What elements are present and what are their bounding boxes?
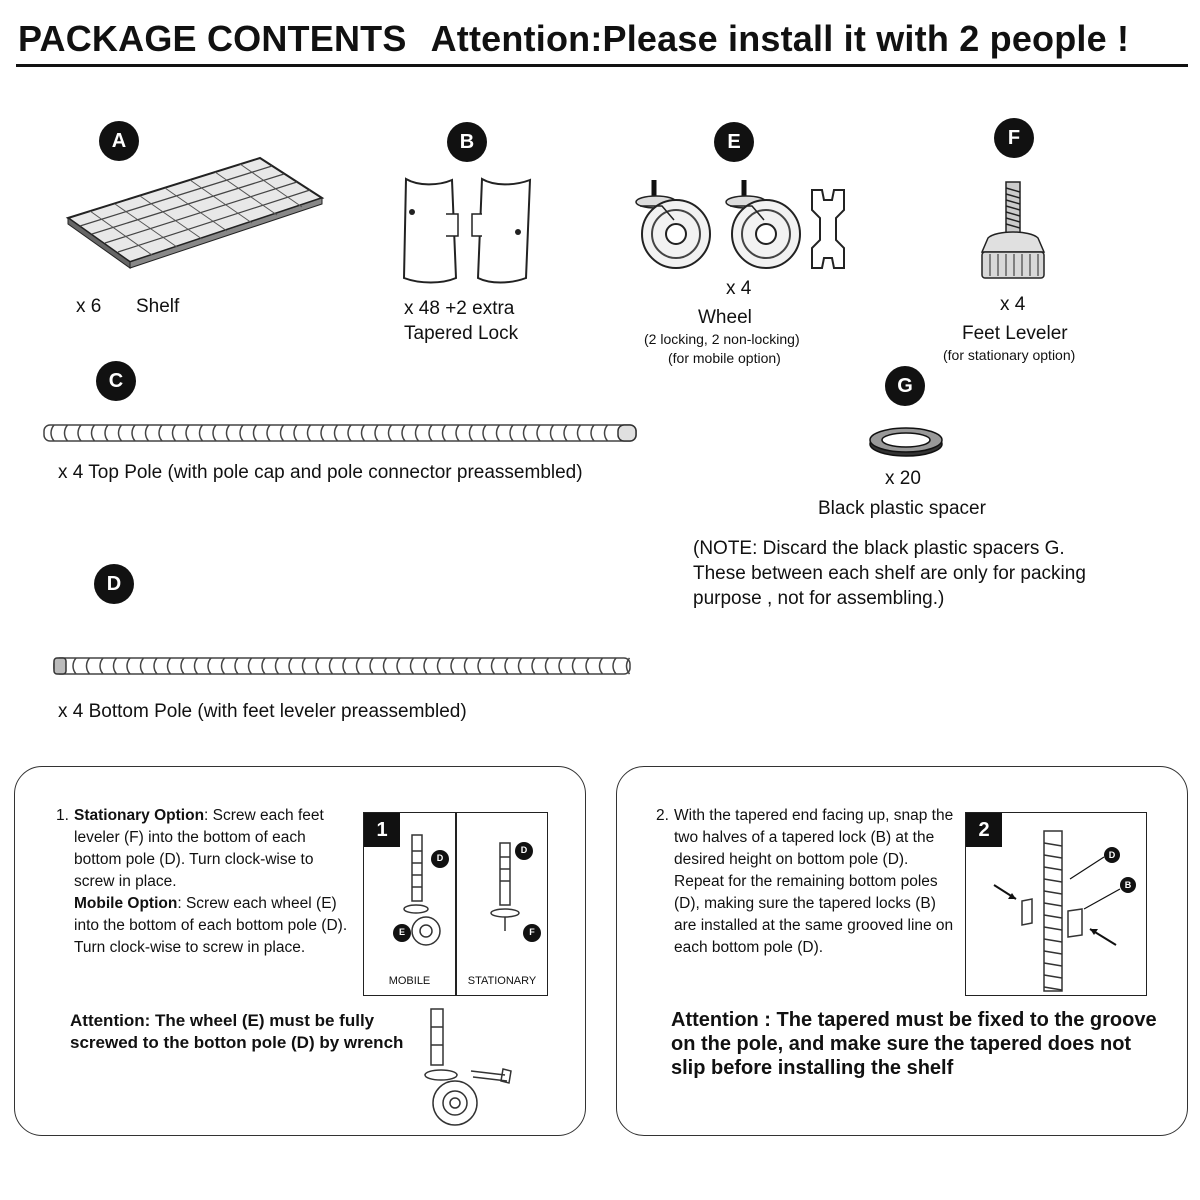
feet-leveler-qty: x 4 bbox=[1000, 294, 1026, 315]
top-pole-desc: x 4 Top Pole (with pole cap and pole con… bbox=[58, 462, 583, 483]
spacer-note-line1: (NOTE: Discard the black plastic spacers… bbox=[693, 538, 1065, 559]
badge-f: F bbox=[994, 118, 1034, 158]
step2-attention: Attention : The tapered must be fixed to… bbox=[671, 1009, 1157, 1079]
badge-c: C bbox=[96, 361, 136, 401]
step2-figure-b: B bbox=[1124, 880, 1132, 890]
spacer-name: Black plastic spacer bbox=[818, 498, 986, 519]
badge-a: A bbox=[99, 121, 139, 161]
spacer-note: (NOTE: Discard the black plastic spacers… bbox=[693, 536, 1086, 611]
bottom-pole-desc: x 4 Bottom Pole (with feet leveler preas… bbox=[58, 701, 467, 722]
step1-figure-d1: D bbox=[436, 853, 444, 863]
header-attention: Attention:Please install it with 2 peopl… bbox=[430, 18, 1130, 59]
step2-number: 2. bbox=[656, 807, 669, 824]
badge-b: B bbox=[447, 122, 487, 162]
tapered-lock-qty: x 48 +2 extra bbox=[404, 298, 515, 319]
step1-figure-f: F bbox=[529, 927, 535, 937]
badge-d: D bbox=[94, 564, 134, 604]
spacer-note-line2: These between each shelf are only for pa… bbox=[693, 563, 1086, 584]
wheel-wrench-illustration bbox=[424, 1008, 512, 1126]
shelf-name: Shelf bbox=[136, 296, 180, 317]
step1-figure-mobile: MOBILE bbox=[388, 975, 431, 987]
wheel-illustration bbox=[635, 180, 845, 269]
step1-figure-number: 1 bbox=[364, 813, 400, 847]
wheel-note-mobile: (for mobile option) bbox=[668, 350, 781, 366]
step1-stationary-text: : Screw each feet leveler (F) into the b… bbox=[74, 807, 324, 890]
shelf-illustration bbox=[65, 156, 325, 269]
step2-panel bbox=[616, 766, 1188, 1136]
step2-instructions: 2. With the tapered end facing up, snap … bbox=[656, 805, 954, 959]
wheel-qty: x 4 bbox=[726, 278, 752, 299]
step1-figure: 1 D E D F MOBILE STATIONARY bbox=[363, 812, 548, 996]
step1-stationary-label: Stationary Option bbox=[74, 807, 205, 824]
header-title: PACKAGE CONTENTS bbox=[18, 18, 407, 59]
step1-attention: Attention: The wheel (E) must be fully s… bbox=[70, 1011, 404, 1052]
wheel-name: Wheel bbox=[698, 307, 752, 328]
wheel-note-locking: (2 locking, 2 non-locking) bbox=[644, 331, 800, 347]
tapered-lock-name: Tapered Lock bbox=[404, 323, 519, 344]
step1-instructions: 1. Stationary Option: Screw each feet le… bbox=[56, 805, 356, 959]
page-header: PACKAGE CONTENTS Attention:Please install… bbox=[18, 18, 1129, 60]
step2-figure-drawing bbox=[993, 830, 1136, 992]
spacer-qty: x 20 bbox=[885, 468, 921, 489]
step2-figure-number: 2 bbox=[966, 813, 1002, 847]
top-pole-illustration bbox=[43, 424, 637, 442]
step1-panel bbox=[14, 766, 586, 1136]
step1-figure-drawing bbox=[393, 834, 541, 946]
badge-e: E bbox=[714, 122, 754, 162]
step1-figure-e: E bbox=[398, 927, 405, 937]
feet-leveler-illustration bbox=[980, 181, 1046, 279]
step1-mobile-text: : Screw each wheel (E) into the bottom o… bbox=[74, 895, 348, 956]
shelf-qty: x 6 bbox=[76, 296, 102, 317]
header-divider bbox=[16, 64, 1188, 67]
step1-figure-stationary: STATIONARY bbox=[467, 975, 537, 987]
step1-figure-d2: D bbox=[520, 845, 528, 855]
step2-figure-d: D bbox=[1108, 850, 1116, 860]
step1-mobile-label: Mobile Option bbox=[74, 895, 178, 912]
tapered-lock-illustration bbox=[402, 177, 532, 284]
feet-leveler-note: (for stationary option) bbox=[943, 347, 1076, 363]
feet-leveler-name: Feet Leveler bbox=[962, 323, 1068, 344]
bottom-pole-illustration bbox=[53, 657, 631, 675]
step2-text: With the tapered end facing up, snap the… bbox=[674, 807, 954, 956]
spacer-note-line3: purpose , not for assembling.) bbox=[693, 588, 945, 609]
spacer-illustration bbox=[869, 427, 943, 457]
step1-number: 1. bbox=[56, 807, 69, 824]
badge-g: G bbox=[885, 366, 925, 406]
step2-figure: 2 D B bbox=[965, 812, 1147, 996]
